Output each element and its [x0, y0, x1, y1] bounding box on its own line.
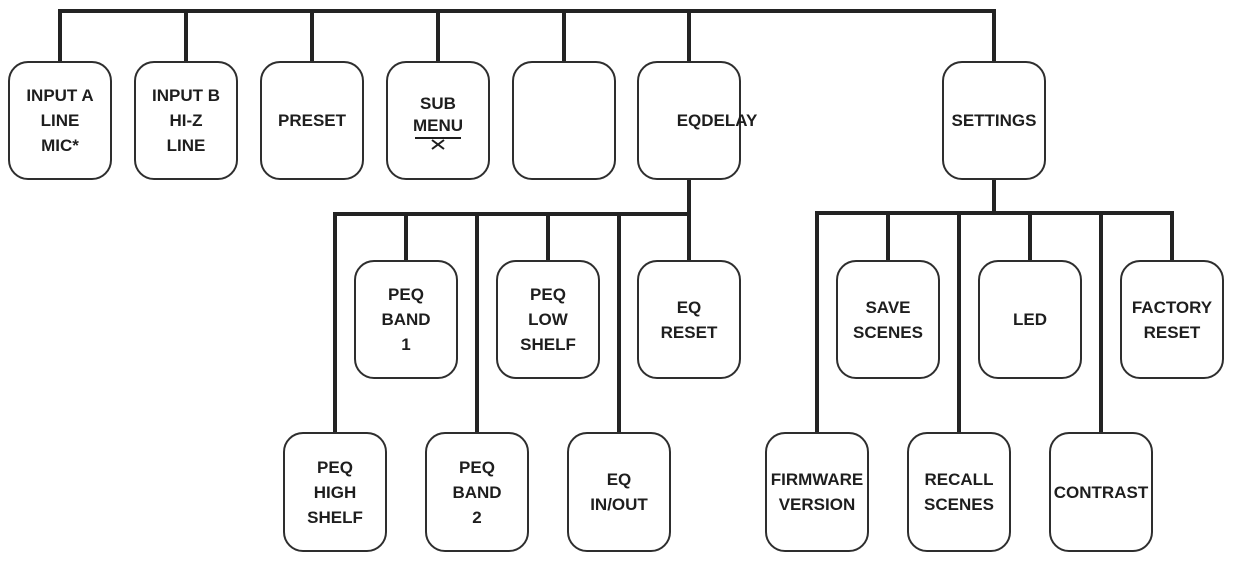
- node-label-line: MENU: [412, 116, 464, 135]
- node-factory-reset[interactable]: FACTORY RESET: [1120, 260, 1224, 379]
- node-label-line: EQ: [676, 297, 702, 317]
- node-submenu[interactable]: SUB MENU: [386, 61, 490, 180]
- node-label-line: PEQ: [530, 285, 566, 304]
- node-firmware-version[interactable]: FIRMWARE VERSION: [765, 432, 869, 552]
- node-label-line: VERSION: [778, 495, 856, 514]
- node-peq-band-1[interactable]: PEQ BAND 1: [354, 260, 458, 379]
- node-label-line: SCENES: [853, 322, 923, 342]
- node-label-line: PEQ: [317, 457, 353, 477]
- node-label-line: SUB: [420, 94, 456, 113]
- node-eqdelay[interactable]: EQDELAY: [637, 61, 757, 180]
- node-eq-reset[interactable]: EQ RESET: [637, 260, 741, 379]
- node-label-line: SHELF: [520, 335, 576, 354]
- node-label-line: SETTINGS: [951, 111, 1037, 130]
- node-label-line: RECALL: [924, 470, 994, 489]
- node-label-line: BAND: [452, 482, 502, 502]
- node-label-line: SAVE: [865, 297, 911, 317]
- node-label-line: IN/OUT: [590, 495, 648, 514]
- node-peq-high-shelf[interactable]: PEQ HIGH SHELF: [283, 432, 387, 552]
- node-label-line: INPUT B: [152, 86, 220, 105]
- node-label-line: HIGH: [313, 482, 357, 502]
- node-label-line: PEQ: [459, 457, 495, 477]
- node-label-line: BAND: [381, 310, 431, 329]
- node-label-line: FIRMWARE: [770, 470, 864, 489]
- node-label-line: RESET: [660, 322, 718, 342]
- node-label-line: HI-Z: [169, 111, 203, 130]
- node-label-line: SHELF: [307, 507, 363, 527]
- node-label-line: CONTRAST: [1053, 482, 1149, 502]
- node-label-line: INPUT A: [26, 86, 94, 105]
- node-label-line: SCENES: [924, 495, 994, 514]
- node-label-line: LOW: [528, 310, 568, 329]
- node-label-line: EQ: [606, 470, 632, 489]
- node-label-line: 1: [401, 335, 411, 354]
- node-recall-scenes[interactable]: RECALL SCENES: [907, 432, 1011, 552]
- node-save-scenes[interactable]: SAVE SCENES: [836, 260, 940, 379]
- node-input-a[interactable]: INPUT A LINE MIC*: [8, 61, 112, 180]
- node-preset[interactable]: PRESET: [260, 61, 364, 180]
- node-label-line: MIC*: [41, 136, 79, 155]
- node-label-line: RESET: [1143, 322, 1201, 342]
- node-label-line: PEQ: [388, 285, 424, 304]
- node-peq-band-2[interactable]: PEQ BAND 2: [425, 432, 529, 552]
- node-label-line: LED: [1013, 310, 1047, 329]
- submenu-x-icon: [415, 137, 461, 150]
- node-contrast[interactable]: CONTRAST: [1049, 432, 1153, 552]
- node-label-line: LINE: [40, 111, 80, 130]
- node-label-line: PRESET: [277, 111, 347, 130]
- node-peq-low-shelf[interactable]: PEQ LOW SHELF: [496, 260, 600, 379]
- node-input-b[interactable]: INPUT B HI-Z LINE: [134, 61, 238, 180]
- node-label-line: LINE: [166, 136, 206, 155]
- node-eq-in-out[interactable]: EQ IN/OUT: [567, 432, 671, 552]
- node-settings[interactable]: SETTINGS: [942, 61, 1046, 180]
- node-label-line: EQDELAY: [676, 111, 758, 130]
- node-label-line: 2: [472, 507, 482, 527]
- node-led[interactable]: LED: [978, 260, 1082, 379]
- node-label-line: FACTORY: [1131, 297, 1213, 317]
- node-blank[interactable]: [512, 61, 616, 180]
